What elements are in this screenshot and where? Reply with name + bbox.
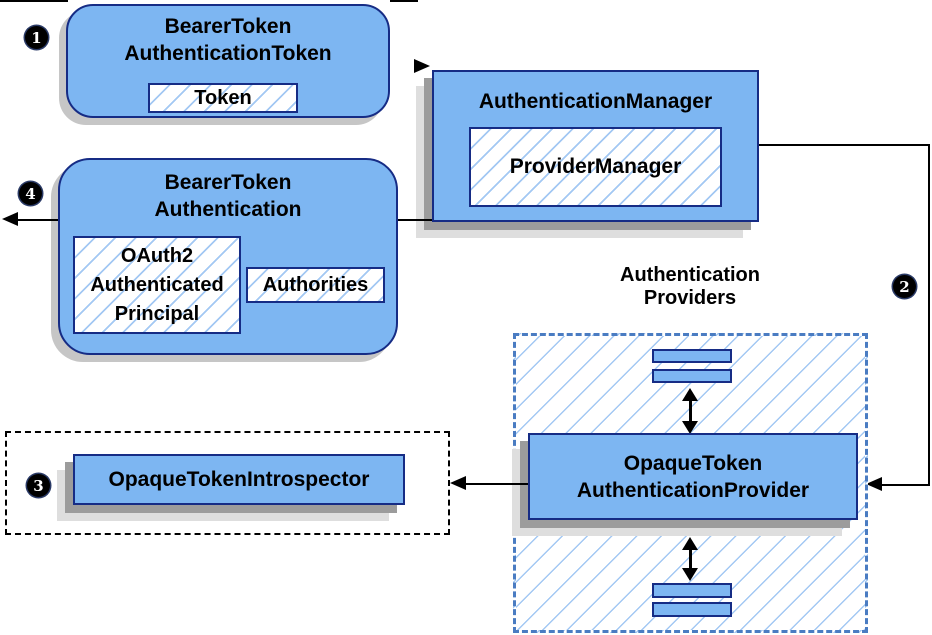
step-3-number: 3 xyxy=(33,476,44,495)
step-2-line-top xyxy=(759,144,930,146)
double-arrow-icon xyxy=(681,388,699,434)
arrowhead-down-icon xyxy=(682,421,698,434)
authentication-providers-group: OpaqueToken AuthenticationProvider xyxy=(513,333,868,633)
manager-to-authentication-line xyxy=(398,219,432,221)
bearer-token-authentication-token-title: BearerToken AuthenticationToken xyxy=(124,15,332,65)
step-2-line-bottom xyxy=(878,484,930,486)
return-authentication-arrowhead-icon xyxy=(2,212,18,226)
provider-placeholder-bar xyxy=(652,349,732,363)
step-4-badge: 4 xyxy=(19,182,42,205)
provider-placeholder-bar xyxy=(652,583,732,598)
arrow-shaft xyxy=(688,550,692,568)
oauth2-authenticated-principal-label: OAuth2 Authenticated Principal xyxy=(90,244,224,325)
provider-to-introspector-arrowhead-icon xyxy=(450,476,466,490)
provider-placeholder-bar xyxy=(652,369,732,383)
token-chip-label: Token xyxy=(194,87,252,109)
opaque-token-introspector-group: OpaqueTokenIntrospector xyxy=(5,431,450,535)
step-2-number: 2 xyxy=(899,277,910,296)
arrowhead-up-icon xyxy=(682,388,698,401)
provider-manager-chip: ProviderManager xyxy=(469,127,722,207)
token-to-manager-arrowhead-icon xyxy=(414,59,430,73)
bearer-token-authentication-token-box: BearerToken AuthenticationToken Token xyxy=(66,4,390,118)
token-chip: Token xyxy=(148,83,298,113)
authorities-chip: Authorities xyxy=(246,267,385,303)
opaque-token-introspector-box: OpaqueTokenIntrospector xyxy=(73,454,405,505)
step-3-badge: 3 xyxy=(27,474,50,497)
authorities-label: Authorities xyxy=(262,274,369,296)
step-2-badge: 2 xyxy=(893,275,916,298)
incoming-request-line xyxy=(0,0,68,2)
authentication-manager-title: AuthenticationManager xyxy=(478,90,713,113)
opaque-token-authentication-provider-title: OpaqueToken AuthenticationProvider xyxy=(576,451,810,502)
oauth2-authenticated-principal-chip: OAuth2 Authenticated Principal xyxy=(73,236,241,334)
arrow-shaft xyxy=(688,401,692,421)
step-4-number: 4 xyxy=(25,184,36,203)
provider-to-introspector-line xyxy=(460,483,528,485)
opaque-token-authentication-provider-box: OpaqueToken AuthenticationProvider xyxy=(528,433,858,520)
step-1-badge: 1 xyxy=(25,26,48,49)
opaque-token-introspector-label: OpaqueTokenIntrospector xyxy=(108,468,370,491)
step-2-arrowhead-icon xyxy=(866,477,882,491)
step-2-line-right xyxy=(928,144,930,486)
provider-placeholder-bar xyxy=(652,602,732,617)
return-authentication-line xyxy=(14,219,58,221)
token-to-manager-line xyxy=(390,0,418,2)
authentication-manager-box: AuthenticationManager ProviderManager xyxy=(432,70,759,222)
arrowhead-down-icon xyxy=(682,568,698,581)
bearer-token-authentication-title: BearerToken Authentication xyxy=(154,171,302,221)
double-arrow-icon xyxy=(681,537,699,581)
authentication-providers-label: Authentication Providers xyxy=(620,264,760,309)
bearer-token-authentication-box: BearerToken Authentication OAuth2 Authen… xyxy=(58,158,398,355)
provider-manager-label: ProviderManager xyxy=(509,155,682,178)
step-1-number: 1 xyxy=(31,28,42,47)
arrowhead-up-icon xyxy=(682,537,698,550)
